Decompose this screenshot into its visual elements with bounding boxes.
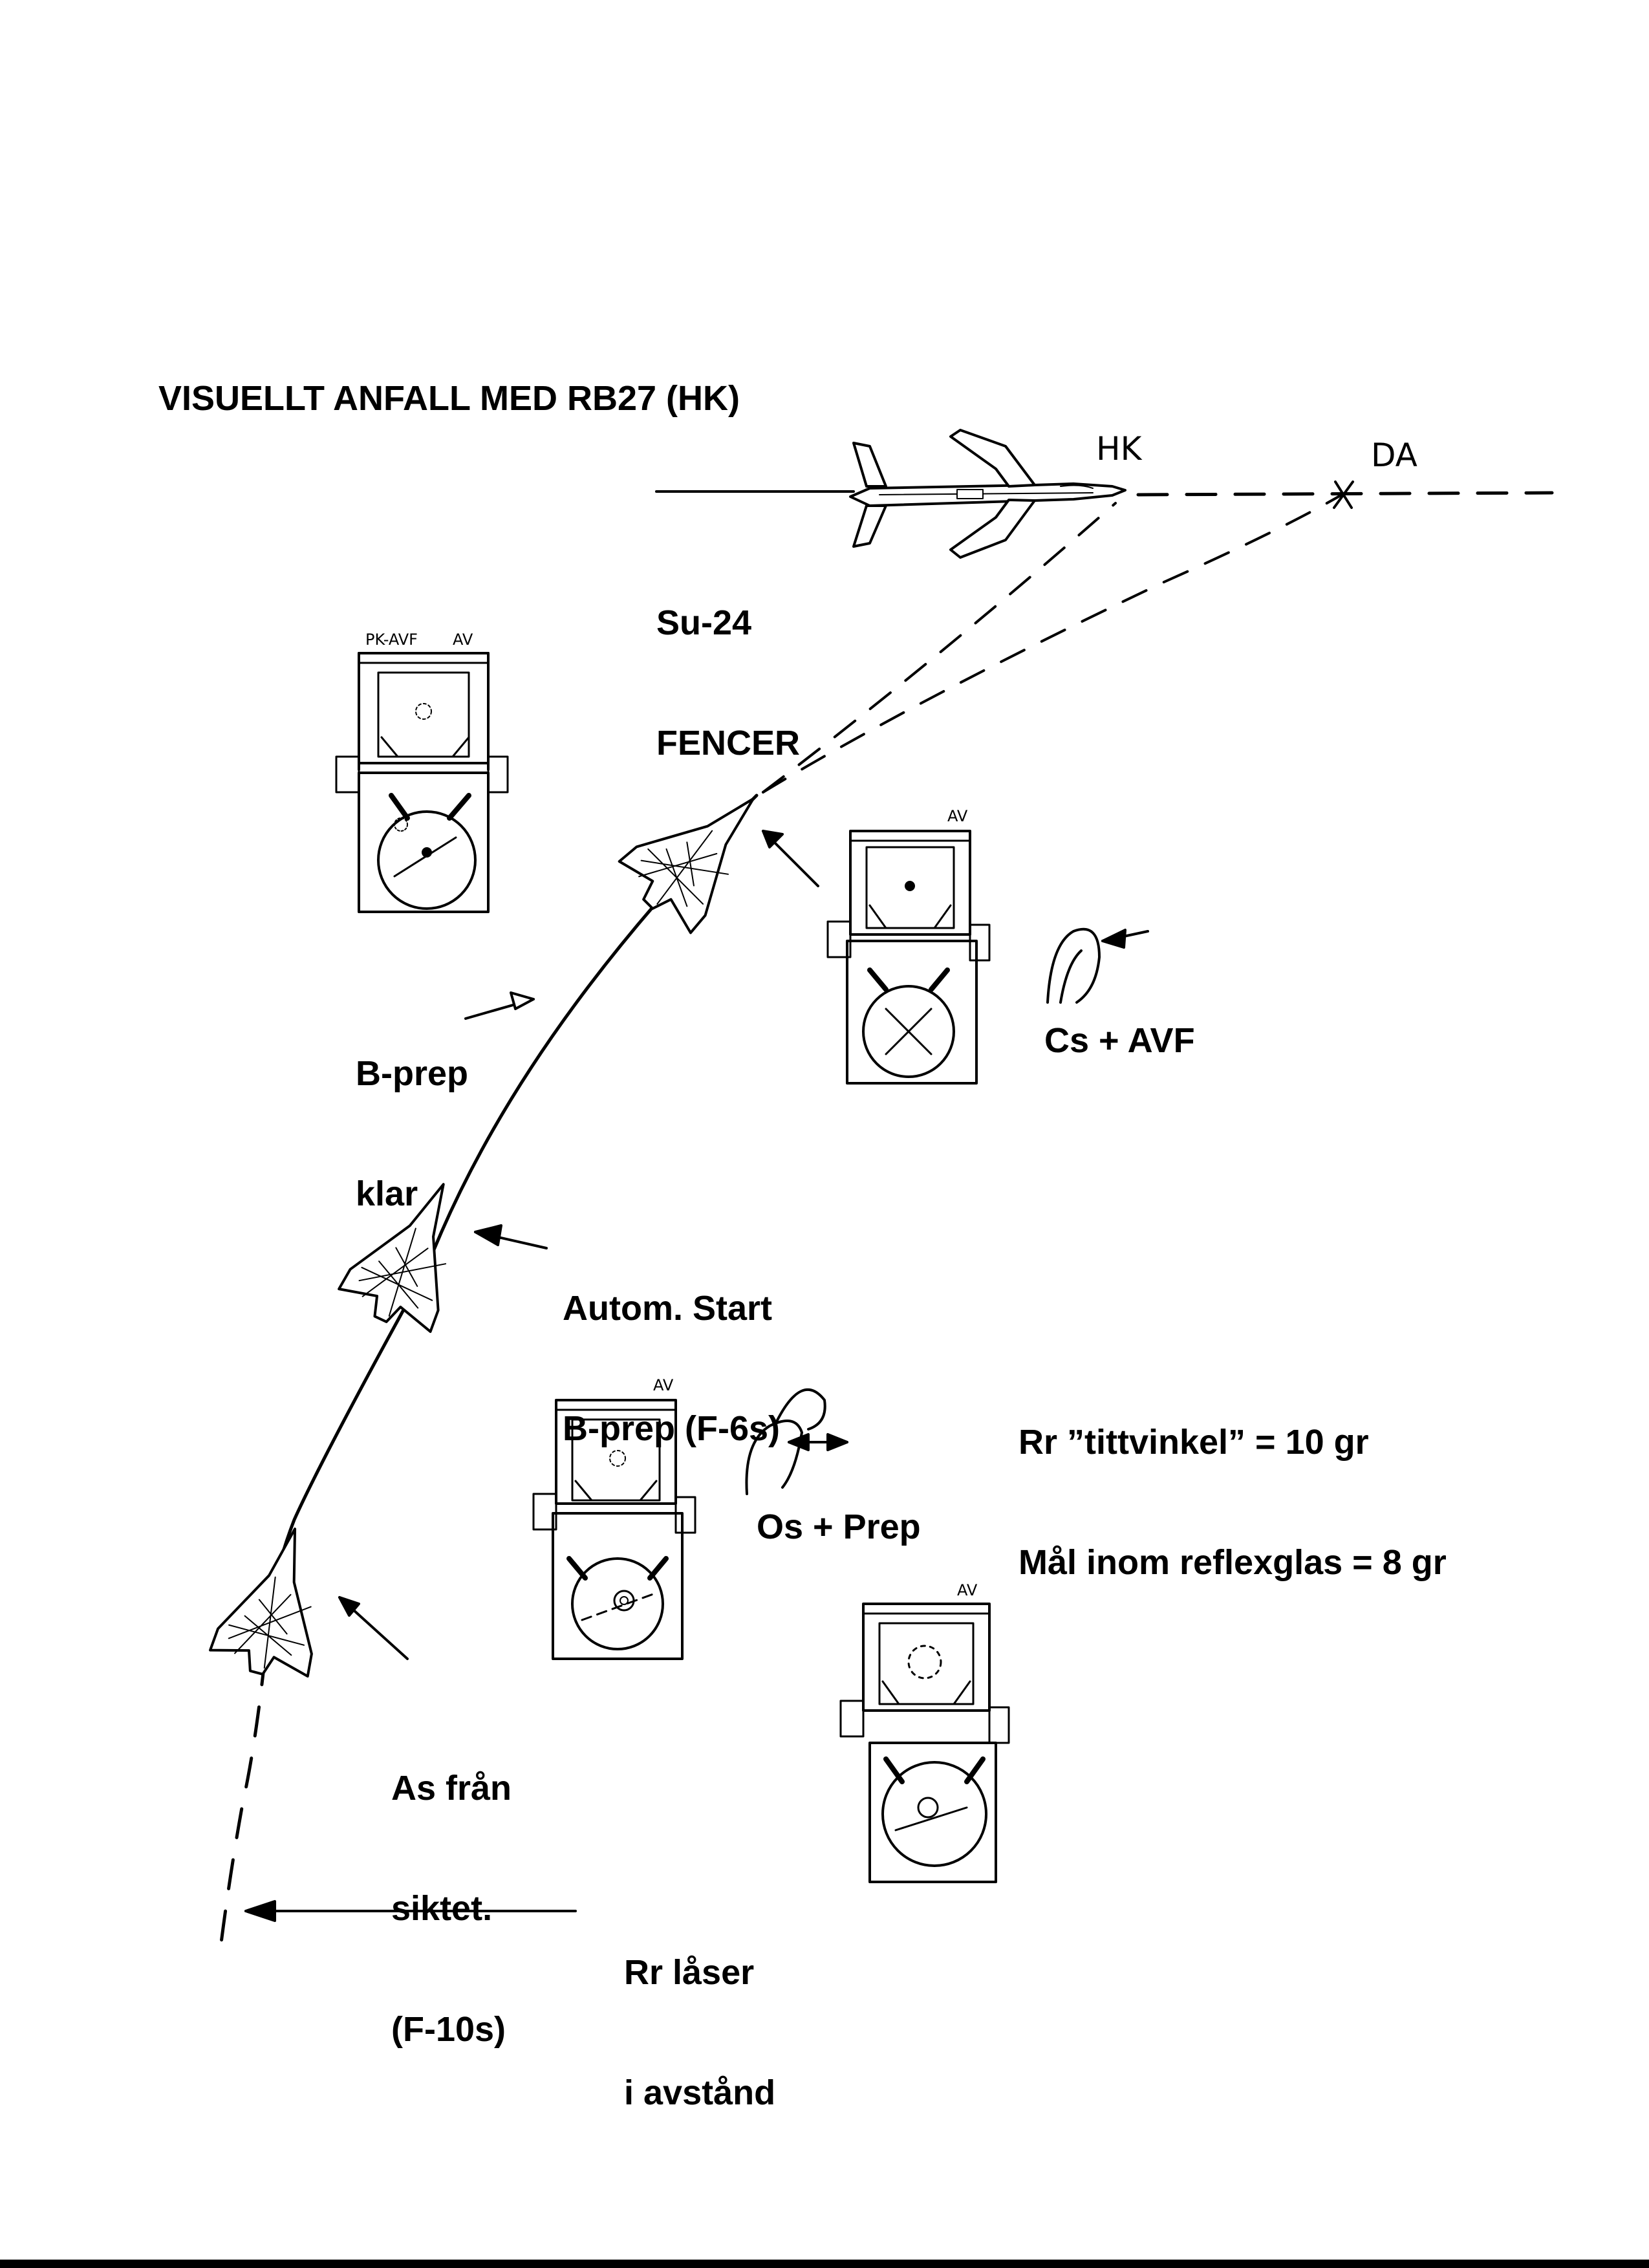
label-rr-laser-line1: Rr låser <box>624 1953 755 1993</box>
panel-mark-av-2: AV <box>947 807 968 825</box>
label-autom-start: Autom. Start B-prep (F-6s) <box>563 1208 780 1529</box>
da-cross-mark <box>1333 481 1354 509</box>
label-rr-laser-line2: i avstånd <box>624 2073 776 2113</box>
instrument-panel-1 <box>335 652 509 913</box>
page-title: VISUELLT ANFALL MED RB27 (HK) <box>158 379 740 418</box>
label-rr-tittvinkel-line: Rr ”tittvinkel” = 10 gr <box>1018 1423 1369 1462</box>
target-name: Su-24 FENCER <box>656 523 800 844</box>
label-bprep-klar: B-prep klar <box>356 973 468 1295</box>
label-rr-tittvinkel: Rr ”tittvinkel” = 10 gr Mål inom reflexg… <box>1018 1342 1447 1663</box>
panel-mark-av-1: AV <box>453 631 473 649</box>
label-autom-start-line1: Autom. Start <box>563 1289 772 1328</box>
panel-mark-av-3: AV <box>653 1376 674 1394</box>
draken-aircraft-middle <box>338 1183 447 1334</box>
instrument-panel-3 <box>532 1399 696 1660</box>
instrument-panel-4 <box>839 1603 1010 1883</box>
panel-mark-av-4: AV <box>957 1581 978 1599</box>
draken-aircraft-bottom <box>209 1528 313 1678</box>
pilot-hand-os <box>745 1388 848 1495</box>
label-as-fran: As från siktet. (F-10s) <box>391 1688 512 2130</box>
point-hk-label: HK <box>1096 430 1142 468</box>
label-mal-inom-line: Mål inom reflexglas = 8 gr <box>1018 1543 1447 1582</box>
label-os-prep: Os + Prep <box>757 1507 921 1546</box>
arrow-as-fran <box>338 1596 409 1660</box>
label-as-fran-line1: As från <box>391 1769 512 1808</box>
su24-fencer-aircraft <box>849 429 1126 559</box>
label-bprep-klar-line2: klar <box>356 1174 418 1214</box>
bottom-border <box>0 2260 1649 2268</box>
label-autom-start-line2: B-prep (F-6s) <box>563 1409 780 1449</box>
sightline-to-hk <box>762 502 1117 794</box>
arrow-rr-laser <box>244 1900 577 1922</box>
panel-mark-pk-avf: PK-AVF <box>365 631 418 649</box>
instrument-panel-2 <box>826 830 991 1085</box>
arrow-bprep-klar <box>464 991 535 1020</box>
label-cs-avf: Cs + AVF <box>1044 1021 1195 1060</box>
target-name-line1: Su-24 <box>656 603 752 643</box>
label-as-fran-line2: siktet. <box>391 1889 493 1928</box>
target-name-line2: FENCER <box>656 724 801 763</box>
label-rr-laser: Rr låser i avstånd <box>624 1872 775 2194</box>
arrow-cs-avf <box>762 830 819 887</box>
draken-aircraft-top <box>618 797 755 934</box>
label-as-fran-line3: (F-10s) <box>391 2009 506 2049</box>
pilot-hand-cs <box>1046 927 1149 1004</box>
point-da-label: DA <box>1371 437 1417 474</box>
sightline-to-da <box>762 493 1343 794</box>
arrow-autom-start <box>474 1224 548 1249</box>
attack-path-lower <box>218 1654 267 1955</box>
label-bprep-klar-line1: B-prep <box>356 1054 468 1094</box>
